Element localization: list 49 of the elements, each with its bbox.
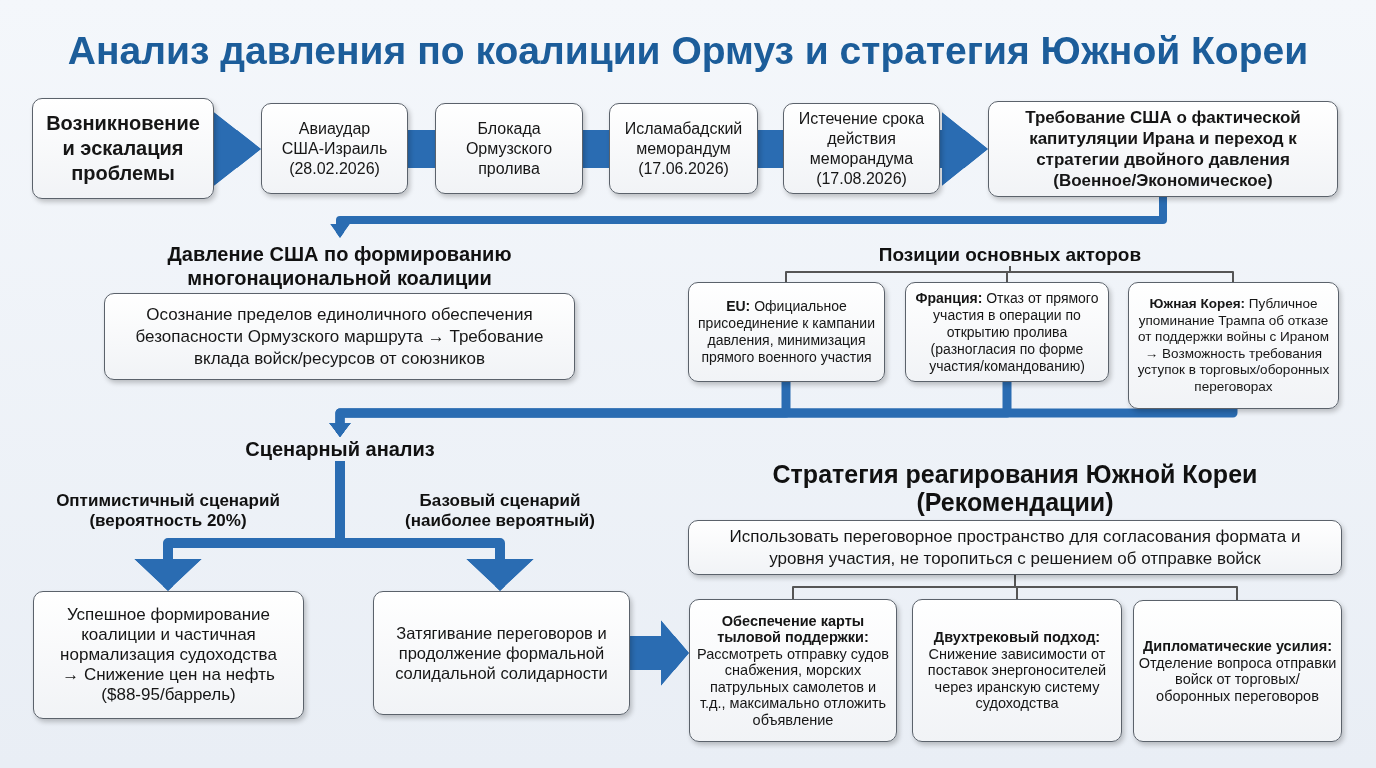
scenario-box: [373, 591, 630, 715]
position-text: EU: Официальное присоединение к кампании давления, минимизация прямого военного участия: [697, 298, 876, 366]
connector-line: [1009, 265, 1234, 283]
arrow: [630, 620, 689, 686]
process-box: [32, 98, 214, 199]
connector-band: [583, 130, 609, 168]
recommendation-title: Двухтрековый подход:: [933, 629, 1101, 646]
event-box: [261, 103, 408, 194]
section-heading: Давление США по формированию многонациональной коалиции: [166, 241, 513, 290]
recommendation-title: Дипломатические усилия:: [1143, 638, 1332, 655]
arrow: [940, 112, 988, 186]
connector-line: [1014, 574, 1238, 601]
connector-band: [758, 130, 783, 168]
recommendation-box: [912, 599, 1122, 742]
recommendation-text: Отделение вопроса отправки войск от торговых/оборонных переговоров: [1138, 654, 1337, 704]
scenario-heading: Оптимистичный сценарий (вероятность 20%): [55, 491, 281, 531]
scenario-box: [33, 591, 304, 719]
step-text: Требование США о фактической капитуляции Ирана и переход к стратегии двойного давления (Военное/Экономическое): [1024, 107, 1302, 191]
event-box: [783, 103, 940, 194]
scenario-text: Успешное формирование коалиции и частичная нормализация судоходства → Снижение цен на нефть ($88-95/баррель): [59, 605, 278, 705]
actor-box: [688, 282, 885, 382]
scenario-heading: Базовый сценарий (наиболее вероятный): [404, 491, 596, 531]
event-text: Блокада Ормузского пролива: [464, 118, 554, 179]
event-text: Истечение срока действия меморандума (17.08.2026): [797, 108, 926, 189]
recommendation-title: Обеспечение карты тыловой поддержки:: [716, 612, 870, 646]
recommendation-text: Рассмотреть отправку судов снабжения, морских патрульных самолетов и т.д., максимально отложить объявление: [696, 645, 890, 729]
arrow: [214, 112, 261, 186]
actor-box: [1128, 282, 1339, 409]
recommendation-box: [689, 599, 897, 742]
recommendation-box: [1133, 600, 1342, 742]
connector-band: [408, 130, 435, 168]
step-text: Возникновение и эскалация проблемы: [45, 111, 201, 186]
position-text: Франция: Отказ от прямого участия в операции по открытию пролива (разногласия по форме участия/командованию): [914, 289, 1100, 375]
event-box: [609, 103, 758, 194]
scenario-text: Затягивание переговоров и продолжение формальной солидальной солидарности: [394, 623, 609, 683]
process-box: [988, 101, 1338, 197]
arrow: [330, 197, 1167, 238]
diagram-title: Анализ давления по коалиции Ормуз и стратегия Южной Кореи: [67, 28, 1309, 74]
note-text: Использовать переговорное пространство для согласования формата и уровня участия, не торопиться с решением об отправке войск: [728, 525, 1302, 570]
note-text: Осознание пределов единоличного обеспечения безопасности Ормузского маршрута → Требование вклада войск/ресурсов от союзников: [134, 303, 545, 370]
actor-box: [905, 282, 1109, 382]
event-text: Авиаудар США-Израиль (28.02.2026): [280, 118, 389, 179]
section-heading: Стратегия реагирования Южной Кореи (Рекомендации): [771, 460, 1259, 516]
event-box: [435, 103, 583, 194]
event-text: Исламабадский меморандум (17.06.2026): [623, 118, 744, 179]
section-heading: Позиции основных акторов: [878, 244, 1142, 266]
position-text: Южная Корея: Публичное упоминание Трампа об отказе от поддержки войны с Ираном → Возможность требования уступок в торговых/оборонных переговорах: [1137, 296, 1330, 395]
recommendation-text: Снижение зависимости от поставок энергоносителей через иранскую систему судоходства: [926, 645, 1108, 712]
section-heading: Сценарный анализ: [245, 437, 435, 461]
